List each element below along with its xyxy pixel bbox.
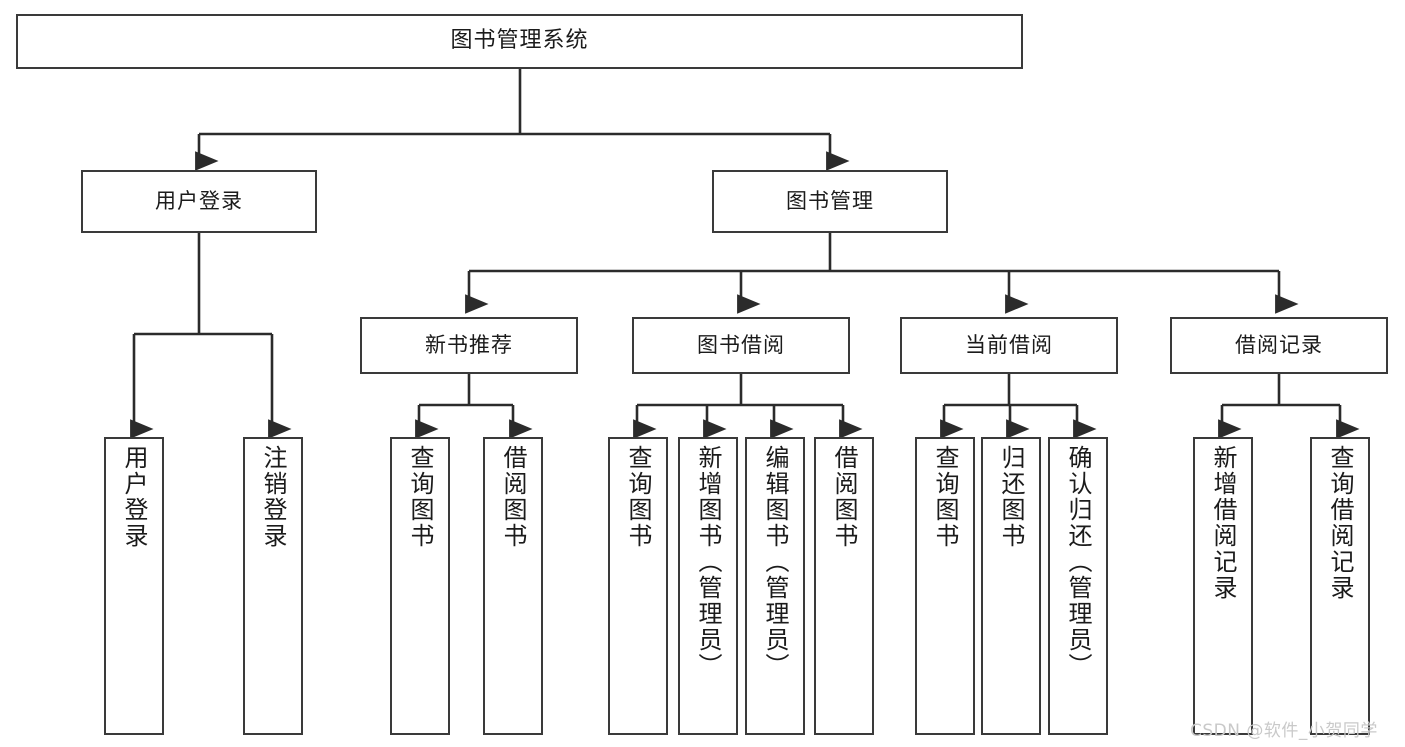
leaf-user-logout[interactable]: 注销登录 xyxy=(243,437,303,735)
leaf-query-book-1[interactable]: 查询图书 xyxy=(390,437,450,735)
leaf-query-book-3[interactable]: 查询图书 xyxy=(915,437,975,735)
node-borrow-record[interactable]: 借阅记录 xyxy=(1170,317,1388,374)
node-user-login[interactable]: 用户登录 xyxy=(81,170,317,233)
leaf-return-book[interactable]: 归还图书 xyxy=(981,437,1041,735)
leaf-add-book-label: 新增图书（管理员） xyxy=(694,445,722,679)
watermark: CSDN @软件_小贺同学 xyxy=(1190,721,1378,741)
node-user-login-label: 用户登录 xyxy=(155,188,243,213)
leaf-borrow-book-1[interactable]: 借阅图书 xyxy=(483,437,543,735)
leaf-query-book-1-label: 查询图书 xyxy=(406,445,434,549)
node-current-borrow-label: 当前借阅 xyxy=(965,332,1053,357)
node-root-label: 图书管理系统 xyxy=(450,28,589,54)
leaf-add-record[interactable]: 新增借阅记录 xyxy=(1193,437,1253,735)
node-new-book-recommend-label: 新书推荐 xyxy=(425,332,513,357)
node-book-manage[interactable]: 图书管理 xyxy=(712,170,948,233)
leaf-query-book-3-label: 查询图书 xyxy=(931,445,959,549)
leaf-borrow-book-2[interactable]: 借阅图书 xyxy=(814,437,874,735)
node-new-book-recommend[interactable]: 新书推荐 xyxy=(360,317,578,374)
node-borrow-record-label: 借阅记录 xyxy=(1235,332,1323,357)
leaf-user-logout-label: 注销登录 xyxy=(259,445,287,549)
leaf-confirm-return[interactable]: 确认归还（管理员） xyxy=(1048,437,1108,735)
leaf-user-login-label: 用户登录 xyxy=(120,445,148,549)
leaf-edit-book-label: 编辑图书（管理员） xyxy=(761,445,789,679)
leaf-add-book[interactable]: 新增图书（管理员） xyxy=(678,437,738,735)
node-current-borrow[interactable]: 当前借阅 xyxy=(900,317,1118,374)
node-book-borrow-label: 图书借阅 xyxy=(697,332,785,357)
leaf-return-book-label: 归还图书 xyxy=(997,445,1025,549)
leaf-confirm-return-label: 确认归还（管理员） xyxy=(1064,445,1092,679)
node-root[interactable]: 图书管理系统 xyxy=(16,14,1023,69)
leaf-query-book-2-label: 查询图书 xyxy=(624,445,652,549)
node-book-manage-label: 图书管理 xyxy=(786,188,874,213)
leaf-edit-book[interactable]: 编辑图书（管理员） xyxy=(745,437,805,735)
node-book-borrow[interactable]: 图书借阅 xyxy=(632,317,850,374)
leaf-query-record-label: 查询借阅记录 xyxy=(1326,445,1354,601)
leaf-user-login[interactable]: 用户登录 xyxy=(104,437,164,735)
leaf-borrow-book-2-label: 借阅图书 xyxy=(830,445,858,549)
leaf-query-book-2[interactable]: 查询图书 xyxy=(608,437,668,735)
leaf-borrow-book-1-label: 借阅图书 xyxy=(499,445,527,549)
leaf-add-record-label: 新增借阅记录 xyxy=(1209,445,1237,601)
leaf-query-record[interactable]: 查询借阅记录 xyxy=(1310,437,1370,735)
